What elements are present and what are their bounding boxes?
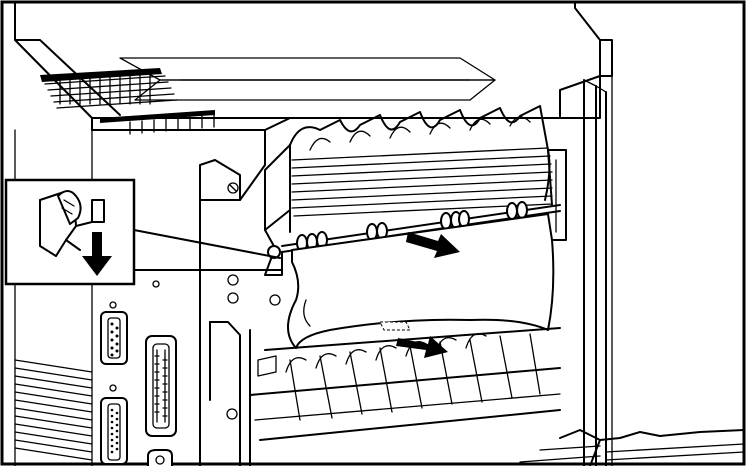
roller [296,231,328,252]
left-side-ribs [14,359,93,461]
connector_parallel [145,335,177,437]
lower-paper-guide [209,321,561,466]
output_tray [519,429,745,466]
inset_arrow [82,232,112,276]
screw [227,274,239,286]
connector_db25 [100,397,128,465]
roller [440,210,470,230]
paper [287,213,555,349]
rear_door [559,75,613,466]
pull_arrow_lower [379,321,448,358]
screw [269,294,281,306]
screw [227,292,239,304]
top-vent-grille [40,68,178,109]
screw [109,301,117,309]
inset [4,178,283,286]
rear-vent-slots [100,110,215,135]
printer-top-cover [14,1,613,131]
screw [152,280,160,288]
screw [226,408,238,420]
screw [109,384,117,392]
power-socket [147,449,173,466]
connector_serial [100,311,128,365]
pull_arrow_upper [406,232,460,258]
